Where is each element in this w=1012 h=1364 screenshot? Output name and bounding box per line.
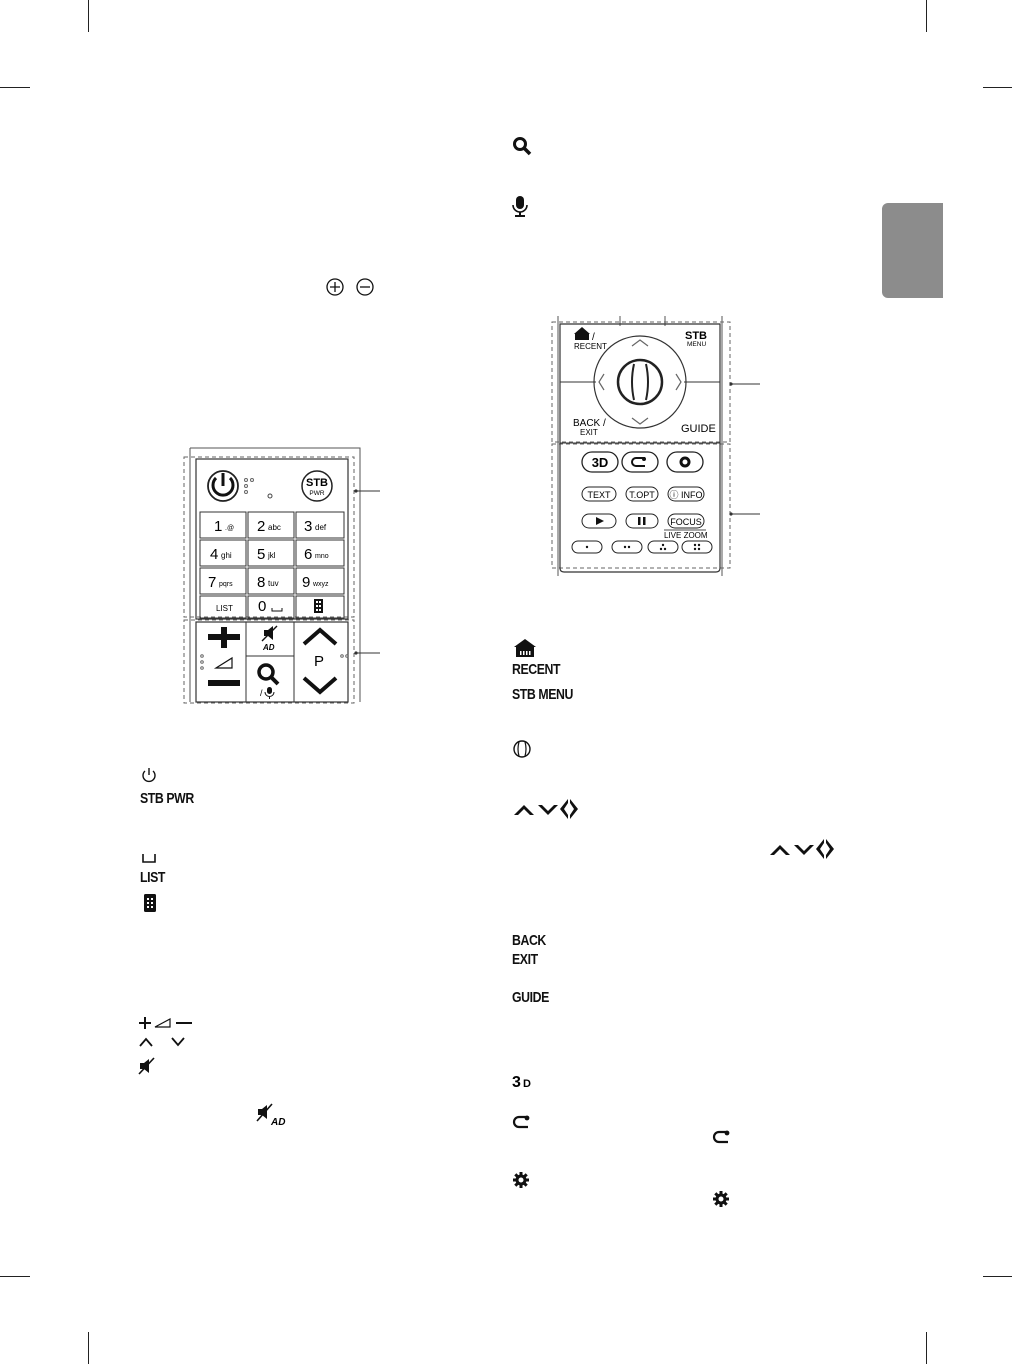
search-icon	[513, 137, 532, 156]
remote-text-label: TEXT	[587, 490, 611, 500]
key-5-digit: 5	[257, 546, 265, 563]
key-1-digit: 1	[214, 518, 222, 535]
remote-recent-slash: /	[592, 332, 595, 343]
input-icon	[512, 1115, 530, 1129]
channel-up-icon	[139, 1037, 153, 1047]
guide-label: GUIDE	[512, 989, 549, 1006]
mute-icon	[138, 1057, 155, 1075]
minus-circle-icon	[356, 278, 374, 296]
ad-label: AD	[262, 643, 275, 652]
remote-topt-label: T.OPT	[629, 490, 655, 500]
key-4-letters: ghi	[221, 551, 232, 560]
key-3-digit: 3	[304, 518, 312, 535]
svg-text:AD: AD	[270, 1117, 285, 1127]
plus-circle-icon	[326, 278, 344, 296]
crop-mark	[983, 87, 1012, 88]
gear-icon	[513, 1172, 529, 1188]
3d-icon: 3 D	[512, 1074, 531, 1090]
svg-text:/: /	[260, 688, 263, 698]
key-9-letters: wxyz	[312, 581, 329, 588]
remote-recent-label: RECENT	[574, 342, 607, 351]
power-icon	[142, 768, 156, 783]
exit-label: EXIT	[512, 951, 538, 968]
crop-mark	[88, 1332, 89, 1364]
key-3-letters: def	[315, 523, 327, 532]
remote-focus-label: FOCUS	[670, 517, 702, 527]
crop-mark	[0, 87, 30, 88]
remote-info-label: ⓘ INFO	[670, 490, 703, 500]
remote-live-zoom-label: LIVE ZOOM	[664, 531, 708, 540]
key-2-letters: abc	[268, 523, 281, 532]
remote-function-diagram: / RECENT STB MENU BACK / EXIT GUIDE 3D T…	[551, 316, 760, 576]
p-label: P	[314, 653, 324, 670]
stb-pwr-label: STB PWR	[140, 790, 194, 807]
remote-exit-label: EXIT	[580, 428, 598, 437]
mute-ad-icon: AD	[256, 1103, 285, 1127]
pwr-label: PWR	[309, 490, 324, 497]
input-icon	[712, 1130, 730, 1144]
navigation-arrows-icon	[770, 839, 834, 859]
channel-down-icon	[171, 1037, 185, 1047]
language-tab	[882, 203, 943, 298]
remote-menu-label: MENU	[687, 341, 706, 348]
crop-mark	[983, 1276, 1012, 1277]
back-label: BACK	[512, 932, 546, 949]
stb-menu-label: STB MENU	[512, 686, 573, 703]
key-7-digit: 7	[208, 574, 216, 591]
key-8-letters: tuv	[268, 579, 279, 588]
key-0-digit: 0	[258, 598, 266, 615]
key-4-digit: 4	[210, 546, 218, 563]
remote-stb-label: STB	[685, 330, 707, 342]
crop-mark	[88, 0, 89, 32]
wheel-ok-icon	[513, 740, 531, 758]
home-icon	[514, 639, 536, 657]
key-6-letters: mno	[315, 553, 329, 560]
remote-number-pad-diagram: STB PWR 1 .@ 2 abc 3 def 4 ghi 5 jkl 6 m…	[183, 447, 380, 704]
key-7-letters: pqrs	[219, 581, 233, 588]
key-1-letters: .@	[225, 525, 234, 532]
space-icon	[142, 854, 156, 863]
volume-icon	[139, 1017, 192, 1029]
key-6-digit: 6	[304, 546, 312, 563]
remote-guide-label: GUIDE	[681, 423, 716, 435]
microphone-icon	[512, 196, 528, 217]
svg-text:D: D	[523, 1078, 531, 1090]
key-8-digit: 8	[257, 574, 265, 591]
navigation-arrows-icon	[514, 799, 578, 819]
screen-remote-icon	[144, 894, 156, 912]
svg-text:3: 3	[512, 1074, 521, 1090]
key-5-letters: jkl	[267, 551, 276, 560]
list-key-label: LIST	[216, 604, 233, 613]
crop-mark	[0, 1276, 30, 1277]
recent-label: RECENT	[512, 661, 561, 678]
remote-back-label: BACK /	[573, 418, 606, 429]
stb-label: STB	[306, 477, 328, 489]
key-2-digit: 2	[257, 518, 265, 535]
remote-3d-label: 3D	[592, 455, 609, 470]
crop-mark	[926, 1332, 927, 1364]
key-9-digit: 9	[302, 574, 310, 591]
crop-mark	[926, 0, 927, 32]
gear-icon	[713, 1191, 729, 1207]
list-label: LIST	[140, 869, 166, 886]
